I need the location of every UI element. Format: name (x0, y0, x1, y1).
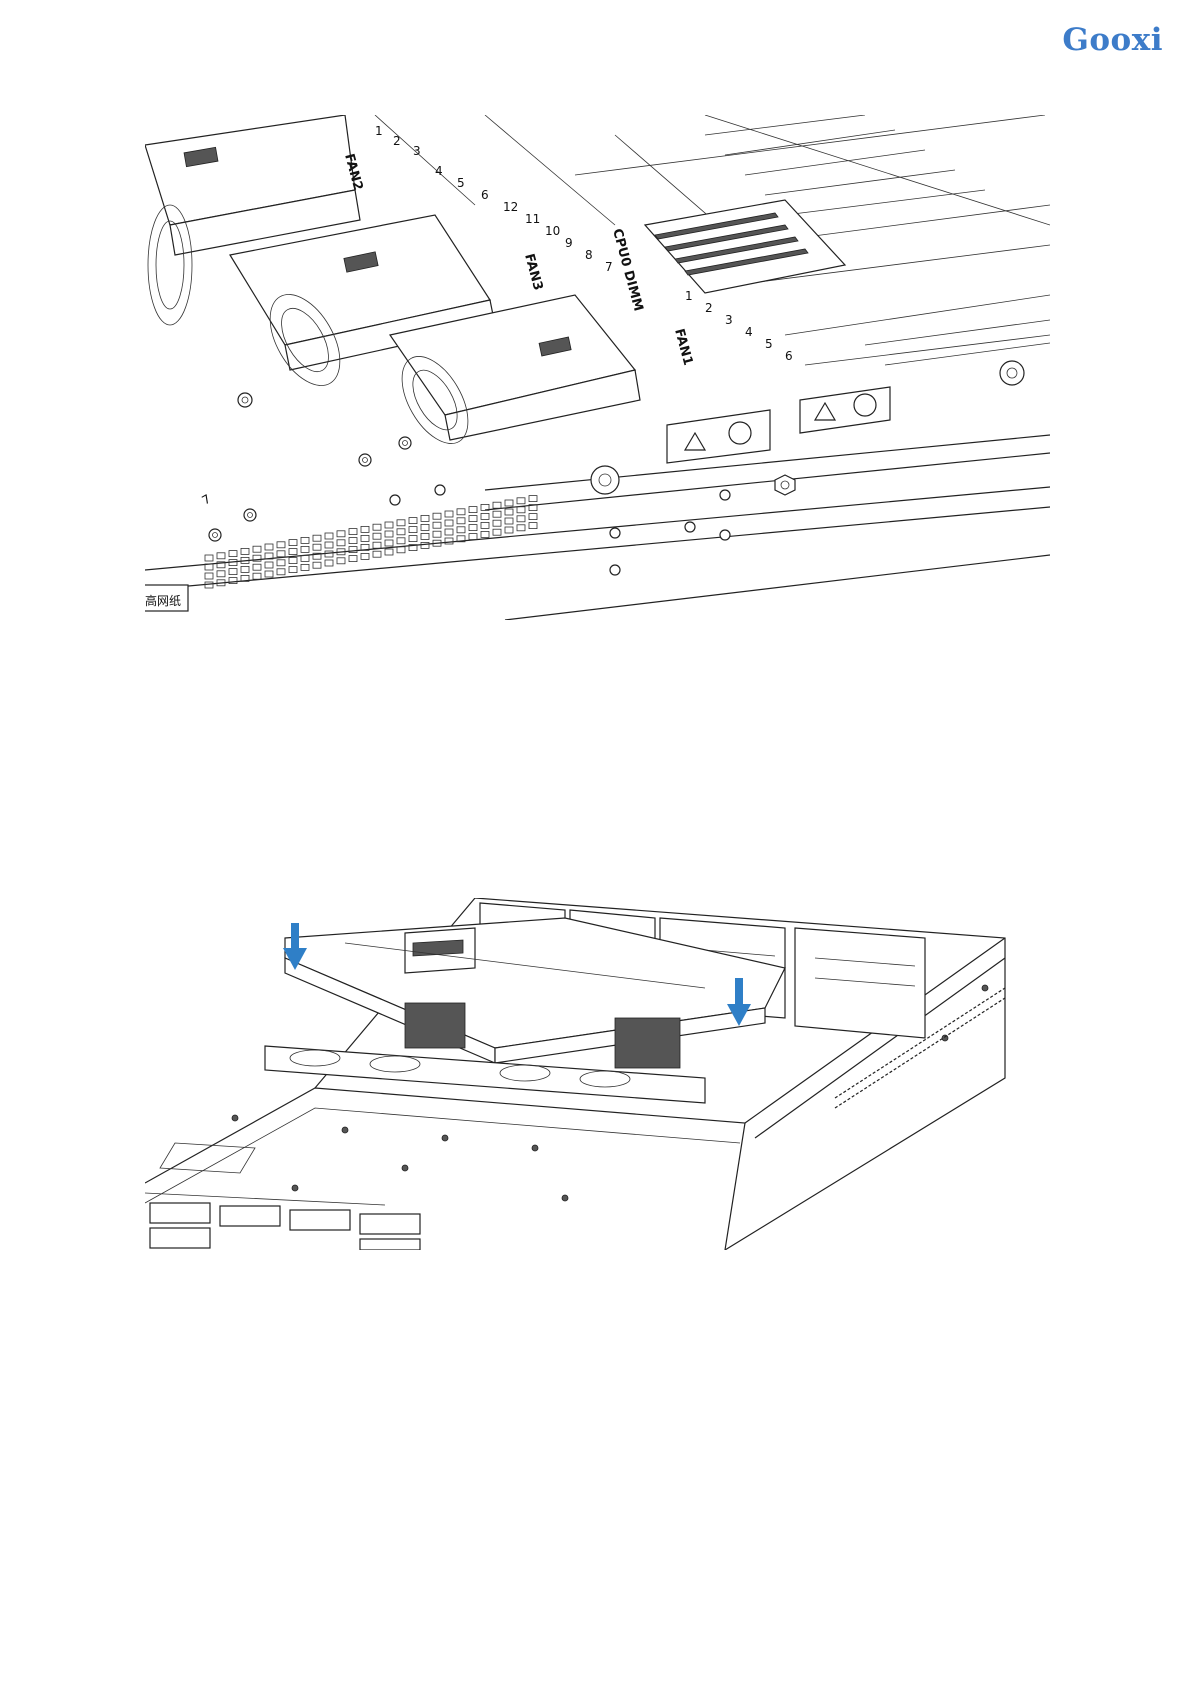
fan-number-top: 8 (585, 248, 593, 262)
label-plate (645, 200, 845, 293)
fan-number-top: 10 (545, 224, 560, 238)
fan-number-top: 5 (457, 176, 465, 190)
fan3-label: FAN3 (521, 252, 545, 292)
drive-bays (145, 1193, 420, 1250)
fan-number-top: 3 (413, 144, 421, 158)
fan-number-top: 6 (481, 188, 489, 202)
fan-number-top: 2 (393, 134, 401, 148)
fan-module-drawing: FAN2 FAN3 FAN1 CPU0 DIMM 7 高网纸 123456121… (145, 115, 1050, 620)
warning-label-2 (800, 387, 890, 433)
fan-number-bottom: 4 (745, 325, 753, 339)
fan1-label: FAN1 (671, 327, 695, 367)
fan-number-bottom: 3 (725, 313, 733, 327)
fan-number-bottom: 6 (785, 349, 793, 363)
fan-number-top: 9 (565, 236, 573, 250)
fan-number-top: 4 (435, 164, 443, 178)
fan-number-top: 11 (525, 212, 540, 226)
brand-logo: Gooxi (1062, 22, 1163, 58)
fan-number-top: 12 (503, 200, 518, 214)
fan-number-top: 7 (605, 260, 613, 274)
fan-number-bottom: 5 (765, 337, 773, 351)
svg-text:高网纸: 高网纸 (145, 593, 181, 608)
fan-number-bottom: 1 (685, 289, 693, 303)
corner-sticker: 高网纸 (145, 585, 188, 611)
dimm-label: CPU0 DIMM (609, 227, 645, 313)
number-7-label: 7 (200, 492, 214, 508)
air-duct-drawing (145, 898, 1035, 1250)
warning-label-1 (667, 410, 770, 463)
air-duct-installation-diagram (145, 898, 1035, 1250)
fan-number-bottom: 2 (705, 301, 713, 315)
fan-number-top: 1 (375, 124, 383, 138)
